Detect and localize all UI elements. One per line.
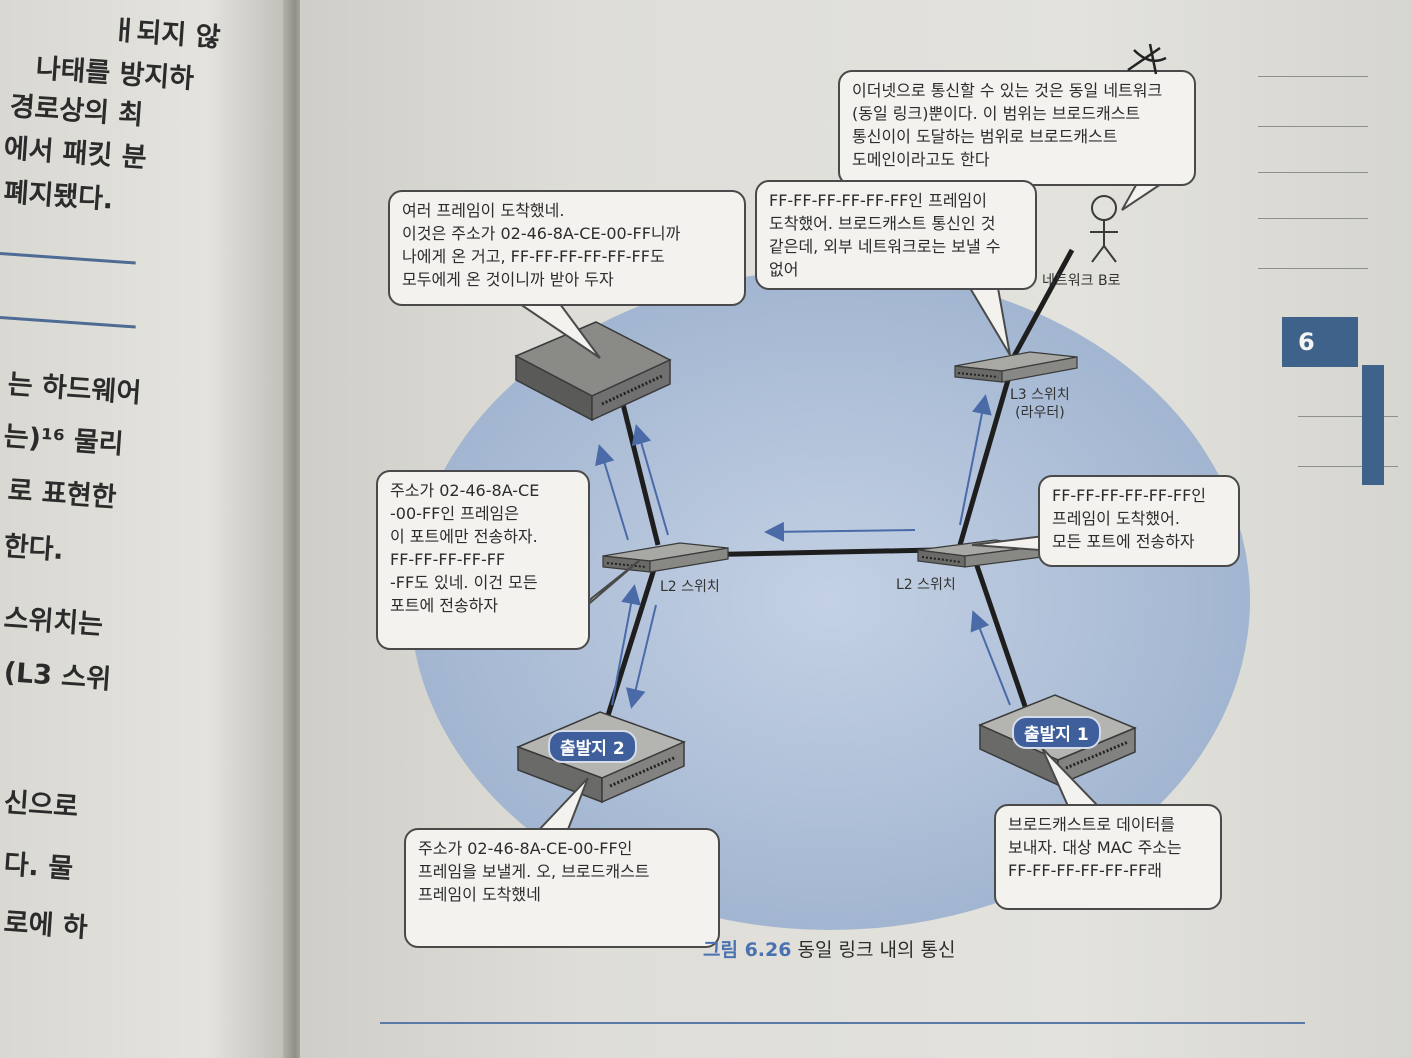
source1-badge: 출발지 1 [1012,716,1101,749]
l2-switch-right-label: L2 스위치 [896,577,956,593]
speech-bubble-router: FF-FF-FF-FF-FF-FF인 프레임이 도착했어. 브로드캐스트 통신인… [755,180,1037,290]
page-edges [1258,0,1411,1058]
l2-switch-left-label: L2 스위치 [660,579,720,595]
chapter-tab-stripe [1362,365,1384,485]
left-page: ㅐ되지 않 나태를 방지하 경로상의 최 에서 패킷 분 폐지됐다. 는 하드웨… [0,0,296,1058]
footer-rule [380,1022,1305,1024]
l2-switch-left-device [602,542,729,573]
speech-bubble-l2-switch-left: 주소가 02-46-8A-CE -00-FF인 프레임은 이 포트에만 전송하자… [376,470,590,650]
speech-bubble-broadcast-domain: 이더넷으로 통신할 수 있는 것은 동일 네트워크 (동일 링크)뿐이다. 이 … [838,70,1196,186]
flow-arrows [595,394,1011,709]
l3-switch-device [954,351,1078,383]
speech-bubble-source1: 브로드캐스트로 데이터를 보내자. 대상 MAC 주소는 FF-FF-FF-FF… [994,804,1222,910]
figure-number: 그림 6.26 [703,939,792,961]
figure-title: 동일 링크 내의 통신 [797,939,956,961]
handwritten-scribble [1127,43,1167,75]
chapter-tab: 6 [1282,317,1358,367]
speech-bubble-l2-switch-right: FF-FF-FF-FF-FF-FF인 프레임이 도착했어. 모든 포트에 전송하… [1038,475,1240,567]
network-b-label: 네트워크 B로 [1042,273,1121,289]
l3-switch-label: L3 스위치 (라우터) [1010,387,1070,421]
source2-badge: 출발지 2 [548,730,637,763]
speech-bubble-source2: 주소가 02-46-8A-CE-00-FF인 프레임을 보낼게. 오, 브로드캐… [404,828,720,948]
receiver-device [514,321,672,422]
speech-bubble-receiver: 여러 프레임이 도착했네. 이것은 주소가 02-46-8A-CE-00-FF니… [388,190,746,306]
figure-caption: 그림 6.26 동일 링크 내의 통신 [703,935,955,962]
person-icon [1090,195,1118,263]
